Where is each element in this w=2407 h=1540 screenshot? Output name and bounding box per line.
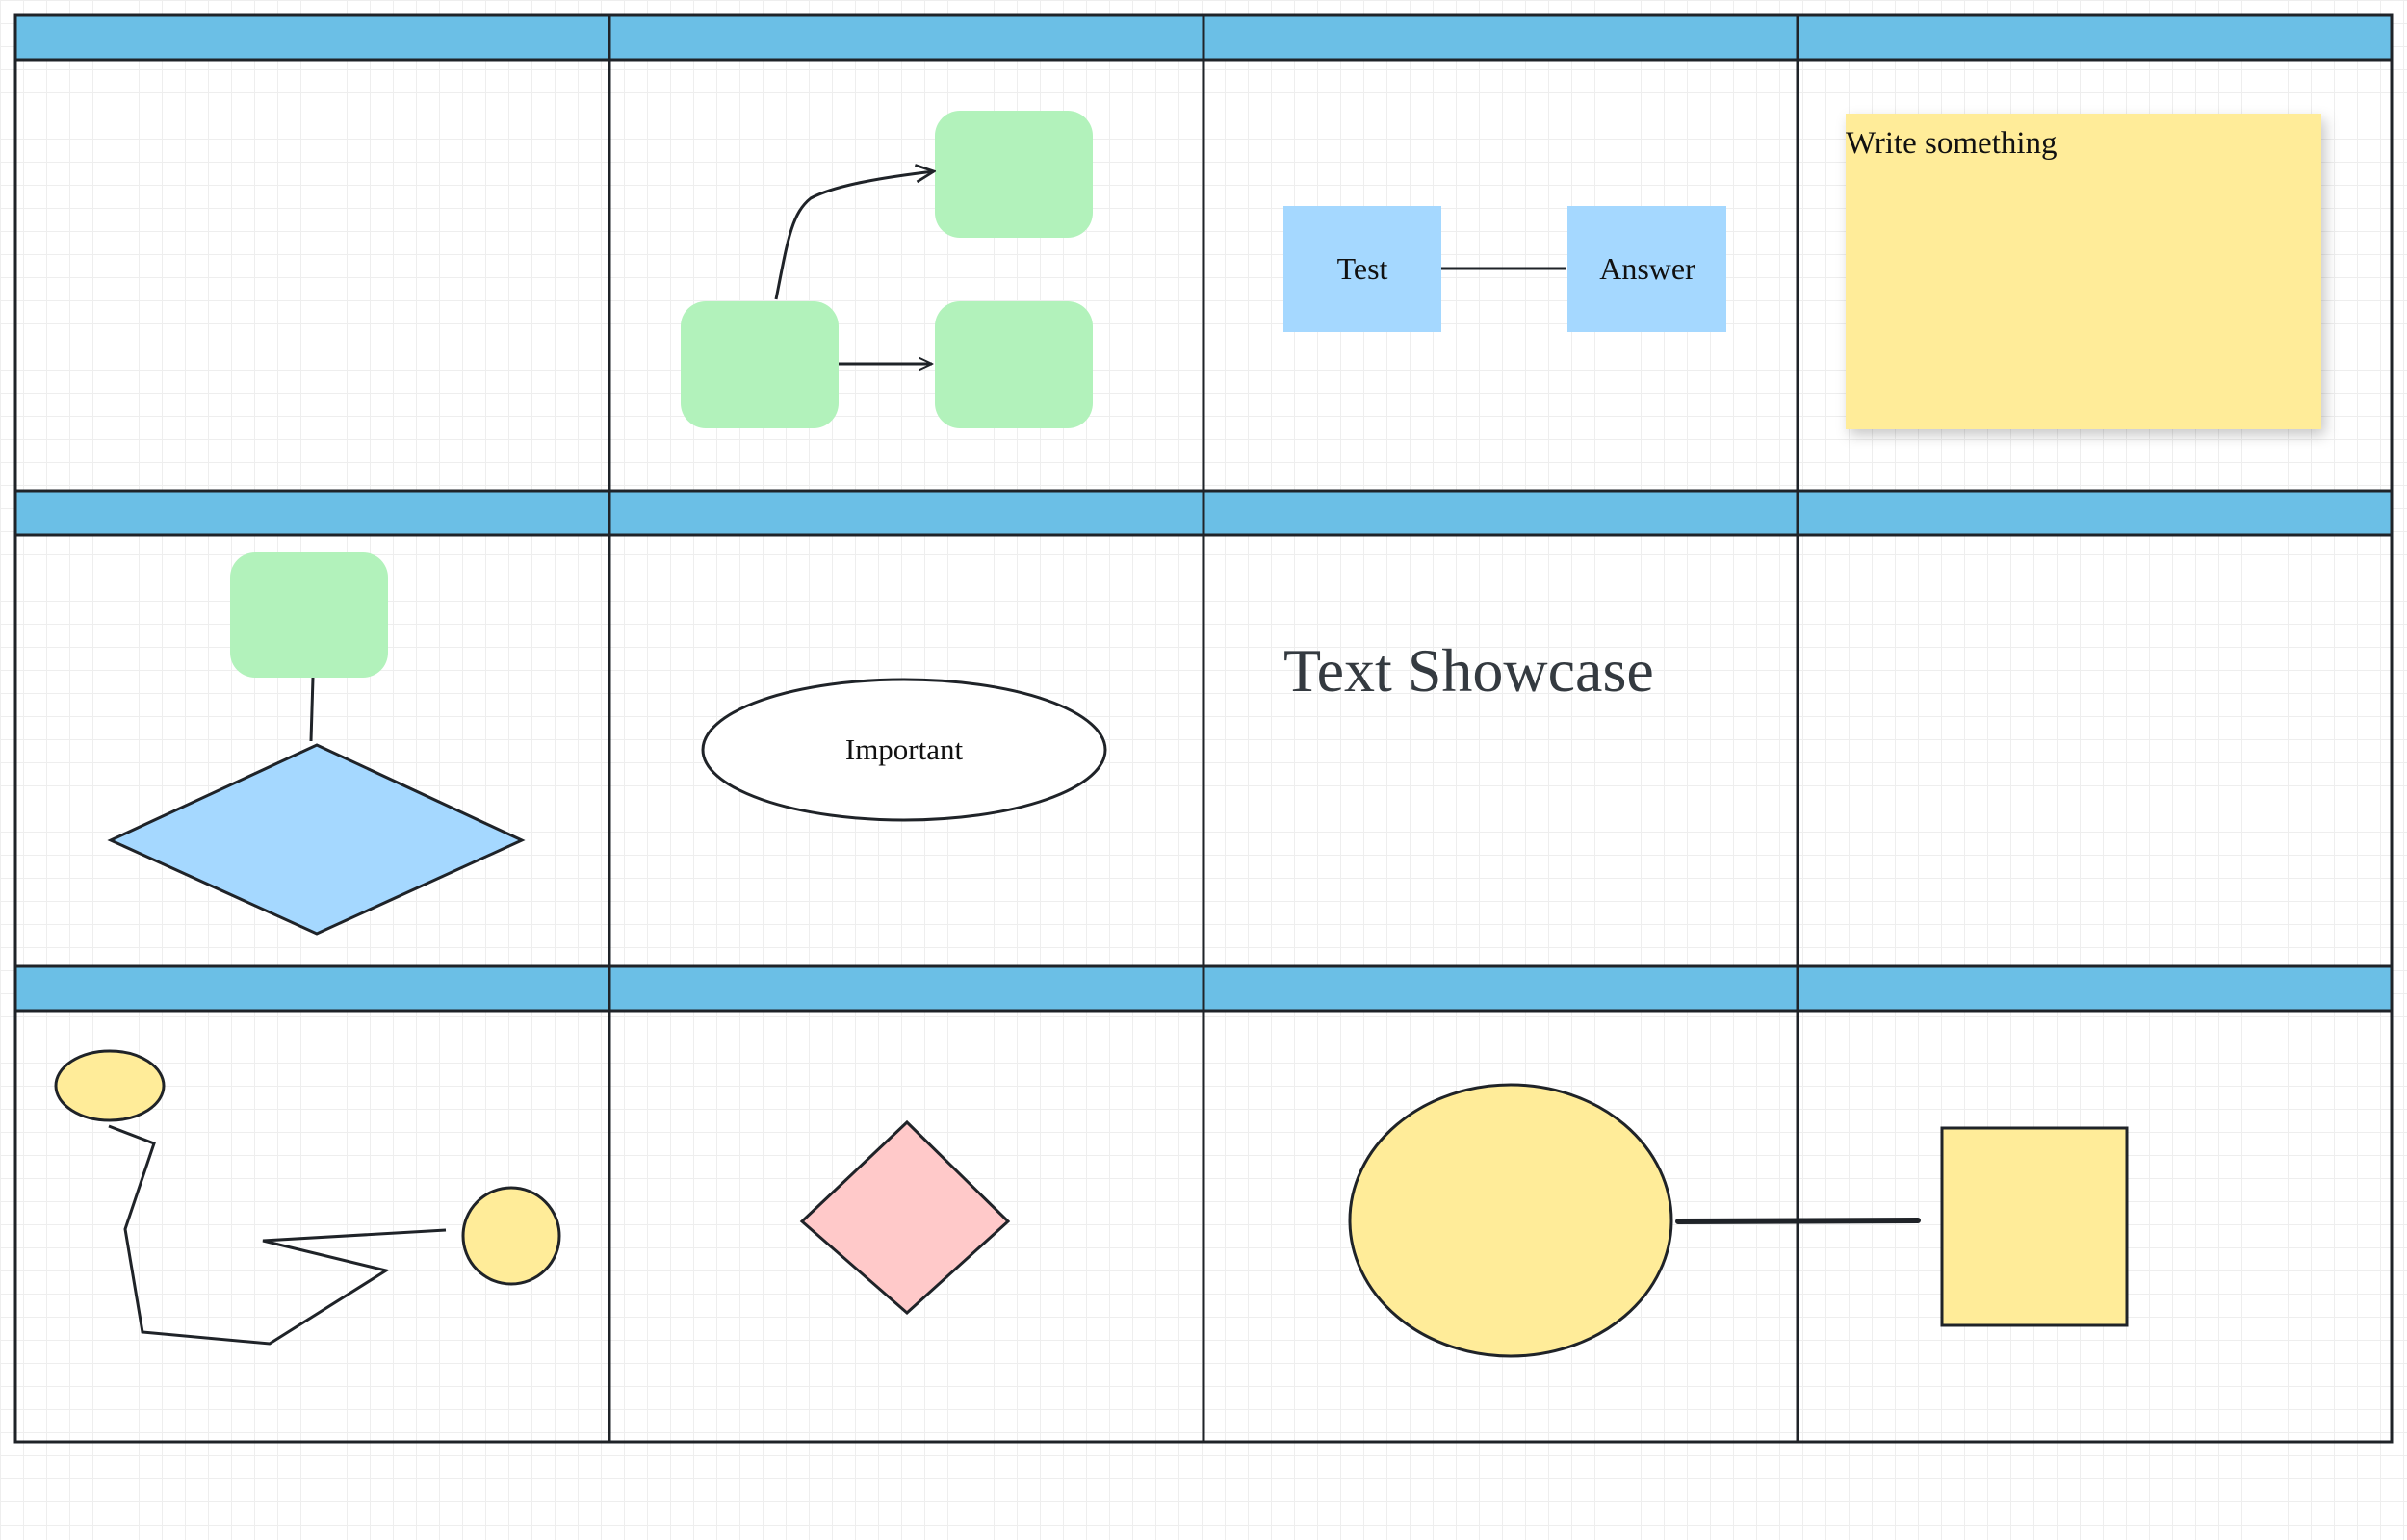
table-frame xyxy=(13,13,2394,1444)
ellipse-square-connector[interactable] xyxy=(1675,1218,1921,1224)
flow-node-top[interactable] xyxy=(935,111,1093,238)
large-yellow-ellipse[interactable] xyxy=(1348,1083,1673,1358)
small-yellow-ellipse[interactable] xyxy=(54,1049,166,1122)
curved-arrow-connector[interactable] xyxy=(774,171,934,300)
text-showcase-title[interactable]: Text Showcase xyxy=(1283,636,1654,705)
header-bar-r2c2 xyxy=(609,491,1204,535)
freehand-cell xyxy=(54,1049,561,1346)
header-bar-r2c1 xyxy=(15,491,609,535)
decision-connector-line[interactable] xyxy=(309,677,315,742)
question-box[interactable] xyxy=(1283,206,1441,332)
pink-diamond[interactable] xyxy=(799,1119,1011,1316)
flowchart-cell xyxy=(681,111,1093,428)
flow-node-left[interactable] xyxy=(681,301,839,428)
decision-source-node[interactable] xyxy=(230,552,388,678)
header-bar-r1c1 xyxy=(15,15,609,60)
flow-node-right[interactable] xyxy=(935,301,1093,428)
header-bar-r1c2 xyxy=(609,15,1204,60)
question-label: Test xyxy=(1337,251,1388,286)
important-cell: Important xyxy=(701,678,1107,822)
header-bar-r2c4 xyxy=(1798,491,2392,535)
yellow-circle[interactable] xyxy=(461,1186,561,1286)
answer-label: Answer xyxy=(1599,251,1695,286)
header-bar-r3c3 xyxy=(1204,966,1798,1011)
header-bar-r1c3 xyxy=(1204,15,1798,60)
header-bar-r1c4 xyxy=(1798,15,2392,60)
quiz-cell: Test Answer xyxy=(1283,206,1726,332)
header-bar-r3c1 xyxy=(15,966,609,1011)
header-bar-r2c3 xyxy=(1204,491,1798,535)
decision-cell xyxy=(107,552,526,936)
sticky-note-text[interactable]: Write something xyxy=(1846,126,2058,161)
ellipse-square-group xyxy=(1348,1083,2129,1358)
yellow-square[interactable] xyxy=(1940,1126,2129,1327)
header-bar-r3c2 xyxy=(609,966,1204,1011)
sticky-note[interactable] xyxy=(1846,114,2321,429)
freehand-polyline-connector[interactable] xyxy=(108,1124,447,1346)
header-bar-r3c4 xyxy=(1798,966,2392,1011)
important-label: Important xyxy=(845,732,964,766)
decision-diamond[interactable] xyxy=(107,743,526,936)
important-ellipse[interactable] xyxy=(701,678,1107,822)
answer-box[interactable] xyxy=(1567,206,1726,332)
